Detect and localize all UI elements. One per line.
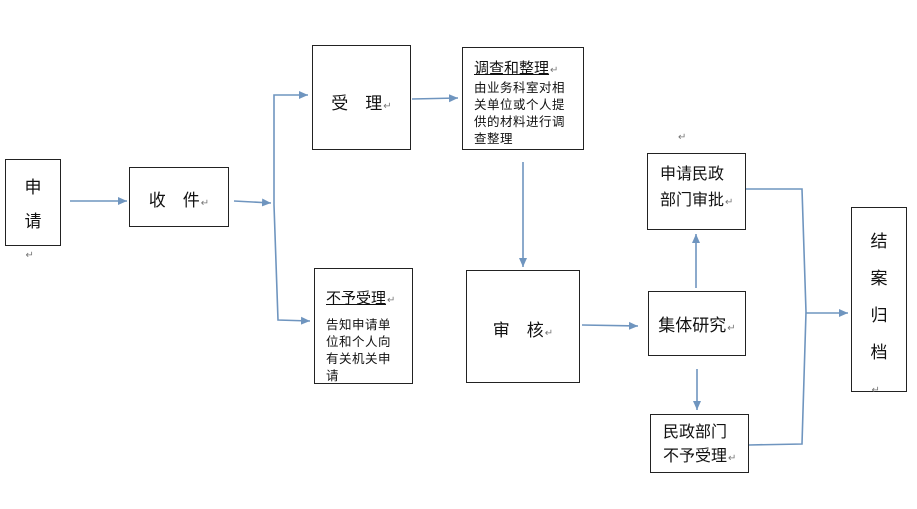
close-char-4: 档 [870,343,888,363]
reject-line-4: 请 [326,368,340,383]
node-receive: 收 件↵ [129,167,229,227]
node-reject: 不予受理↵ 告知申请单 位和个人向 有关机关申 请 [314,268,413,384]
investigate-line-4: 查整理 [474,131,514,146]
reject-line-1: 告知申请单 [326,317,392,332]
reject-line-3: 有关机关申 [326,351,392,366]
arrow-receive-to-branch [233,198,272,207]
civil-reject-line-2: 不予受理 [663,446,728,465]
node-civil-reject: 民政部门 不予受理↵ [650,414,749,473]
arrow-branch-to-reject [273,204,311,325]
node-close: 结 案 归 档↵ [851,207,907,396]
node-civil-approve: 申请民政 部门审批↵ [647,153,746,230]
close-char-3: 归 [870,306,888,326]
apply-char-2: 请 [24,212,42,232]
node-accept: 受 理↵ [312,45,411,150]
reject-title: 不予受理 [326,289,387,307]
arrow-branch-to-accept [273,91,308,205]
node-investigate: 调查和整理↵ 由业务科室对相 关单位或个人提 供的材料进行调 查整理 [462,47,584,150]
reject-line-2: 位和个人向 [326,334,392,349]
arrow-accept-to-investigate [411,94,459,103]
arrow-review-to-collective [581,321,639,330]
apply-char-1: 申 [24,178,42,198]
node-collective: 集体研究↵ [648,291,746,356]
node-review: 审 核↵ [466,270,580,383]
civil-reject-line-1: 民政部门 [663,422,728,441]
investigate-line-2: 关单位或个人提 [474,97,566,112]
node-apply: 申 请↵ [5,159,61,261]
review-label: 审 核 [492,321,544,341]
close-char-1: 结 [870,232,888,252]
accept-label: 受 理 [331,94,383,114]
investigate-line-1: 由业务科室对相 [474,80,566,95]
civil-approve-line-1: 申请民政 [660,164,725,183]
receive-label: 收 件 [148,191,200,211]
close-char-2: 案 [870,269,888,289]
investigate-title: 调查和整理 [474,59,550,77]
investigate-line-3: 供的材料进行调 [474,114,566,129]
connector-civil-reject-to-merge [748,311,807,446]
connector-approve-to-merge [746,188,807,313]
civil-approve-line-2: 部门审批 [660,190,725,209]
collective-label: 集体研究 [658,316,727,336]
